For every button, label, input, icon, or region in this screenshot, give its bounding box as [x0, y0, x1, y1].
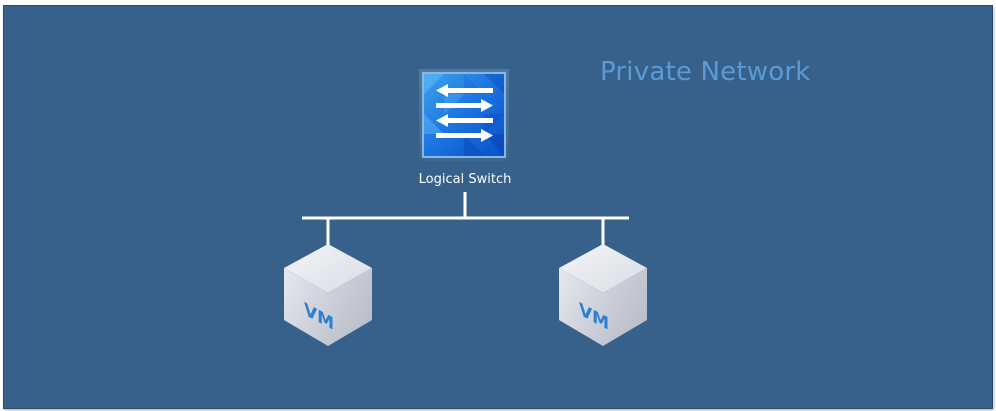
vm-cube-left	[284, 268, 328, 346]
vm-cube-top	[559, 244, 647, 293]
vm-cube-icon[interactable]: VM	[559, 244, 647, 346]
vm-cube-right	[328, 268, 372, 346]
switch-icon-tile	[424, 74, 504, 156]
vm-cube-left	[559, 268, 603, 346]
network-title: Private Network	[600, 57, 811, 87]
network-links	[302, 192, 629, 246]
vm-cube-icon[interactable]: VM	[284, 244, 372, 346]
switch-icon-arrows	[436, 84, 493, 142]
vm-cube-top	[284, 244, 372, 293]
vm-cube-right	[603, 268, 647, 346]
logical-switch-icon[interactable]	[419, 69, 509, 161]
logical-switch-label: Logical Switch	[418, 172, 512, 187]
